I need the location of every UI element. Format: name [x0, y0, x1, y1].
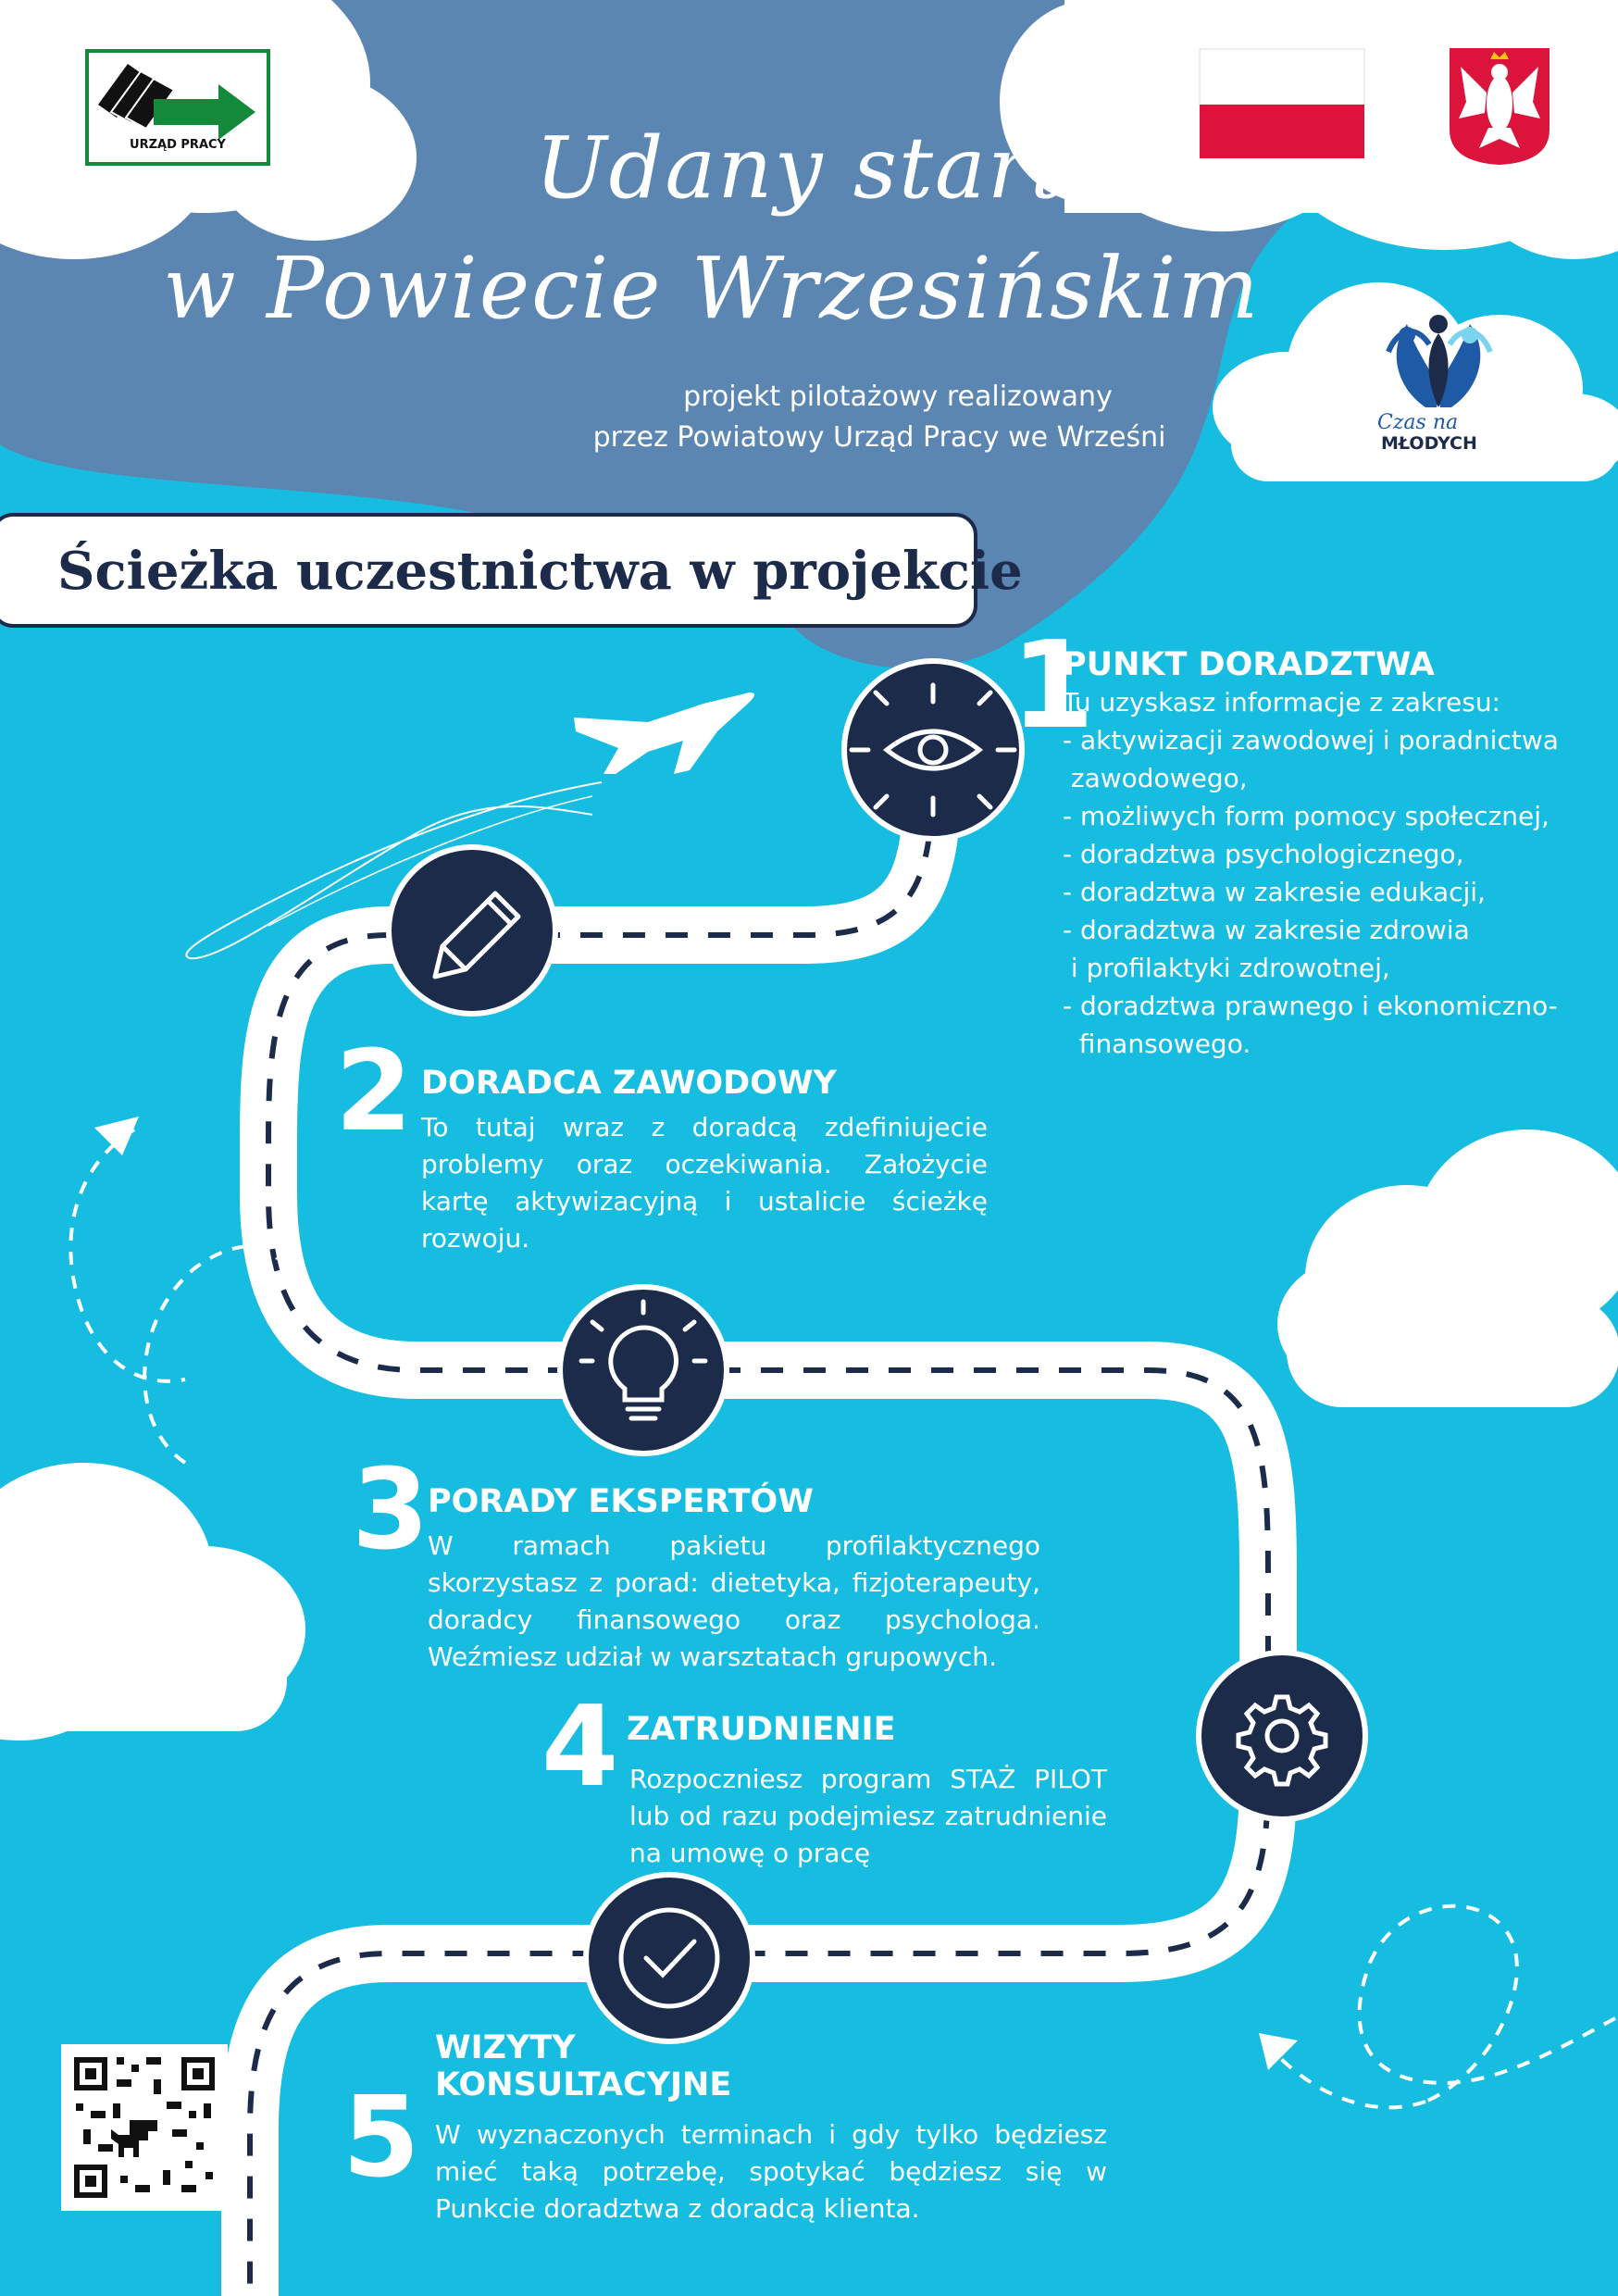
step-1-item: - doradztwa w zakresie edukacji,: [1063, 877, 1486, 907]
arrowhead-left: [94, 1117, 139, 1155]
qr-code-icon: [61, 2044, 228, 2211]
section-banner: Ścieżka uczestnictwa w projekcie: [0, 513, 1023, 628]
airplane-icon: [574, 693, 754, 774]
step-4-heading: ZATRUDNIENIE: [627, 1711, 896, 1748]
step5-circle: [583, 1872, 755, 2044]
step-1-item: finansowego.: [1063, 1029, 1251, 1059]
step-5-text: W wyznaczonych terminach i gdy tylko będ…: [435, 2119, 1107, 2224]
czas-logo-line-2: MŁODYCH: [1381, 433, 1477, 454]
title-line-2: w Powiecie Wrzesińskim: [163, 239, 1261, 338]
pencil-icon: [432, 891, 521, 980]
step-1-item: - doradztwa prawnego i ekonomiczno-: [1063, 991, 1558, 1021]
gear-icon: [1236, 1694, 1328, 1787]
step-1-heading: PUNKT DORADZTWA: [1063, 646, 1435, 683]
step4-circle: [1196, 1650, 1368, 1822]
dashed-arrow-left: [68, 1128, 280, 1465]
step-1-item: - doradztwa psychologicznego,: [1063, 839, 1464, 869]
lightbulb-icon: [579, 1299, 708, 1421]
eye-icon: [849, 682, 1017, 817]
cloud-left-middle: [0, 1463, 305, 1741]
step-1-item: - aktywizacji zawodowej i poradnictwa: [1063, 725, 1559, 755]
step-4-text: Rozpoczniesz program STAŻ PILOT lub od r…: [629, 1764, 1107, 1868]
step-1-item: zawodowego,: [1063, 763, 1248, 793]
step1-circle: [841, 658, 1025, 842]
step-3-number: 3: [352, 1446, 429, 1575]
urzad-pracy-logo-text: URZĄD PRACY: [130, 138, 226, 152]
step-3-heading: PORADY EKSPERTÓW: [428, 1483, 814, 1520]
step-3-text: W ramach pakietu profilaktycznego skorzy…: [428, 1530, 1040, 1672]
step3-circle: [557, 1284, 729, 1456]
dashed-arrow-right: [1276, 1903, 1616, 2110]
step-1-number: 1: [1011, 615, 1095, 755]
step-2-heading: DORADCA ZAWODOWY: [421, 1065, 837, 1102]
dinosaur-icon: [111, 2120, 157, 2157]
subtitle-line-2: przez Powiatowy Urząd Pracy we Wrześni: [592, 421, 1166, 454]
urzad-pracy-logo: URZĄD PRACY: [85, 49, 270, 166]
step-4-number: 4: [541, 1683, 619, 1812]
title-line-1: Udany start: [535, 119, 1066, 218]
step-1-intro: Tu uzyskasz informacje z zakresu:: [1063, 687, 1500, 718]
cloud-right-middle: [1277, 1129, 1618, 1407]
step-5-heading-line-2: KONSULTACYJNE: [435, 2066, 732, 2103]
airplane-trail: [185, 781, 603, 960]
section-banner-text: Ścieżka uczestnictwa w projekcie: [57, 541, 1023, 602]
step-1-item: - możliwych form pomocy społecznej,: [1063, 801, 1550, 831]
czas-na-mlodych-logo: [1386, 315, 1493, 407]
cards-arrow-icon: [98, 64, 255, 140]
step-2-text: To tutaj wraz z doradcą zdefiniujecie pr…: [421, 1112, 988, 1254]
step-5-number: 5: [342, 2074, 420, 2202]
step-2-number: 2: [335, 1028, 413, 1156]
step2-circle: [386, 844, 558, 1017]
step-5-heading-line-1: WIZYTY: [435, 2029, 576, 2066]
arrowhead-right: [1259, 2033, 1298, 2070]
subtitle-line-1: projekt pilotażowy realizowany: [683, 381, 1113, 413]
polish-flag-icon: [1199, 48, 1365, 158]
step-1-item: - doradztwa w zakresie zdrowia: [1063, 915, 1470, 945]
czas-logo-line-1: Czas na: [1377, 411, 1459, 434]
eagle-emblem-icon: [1450, 48, 1550, 165]
checkmark-icon: [618, 1907, 720, 2009]
step-1-item: i profilaktyki zdrowotnej,: [1063, 953, 1390, 983]
